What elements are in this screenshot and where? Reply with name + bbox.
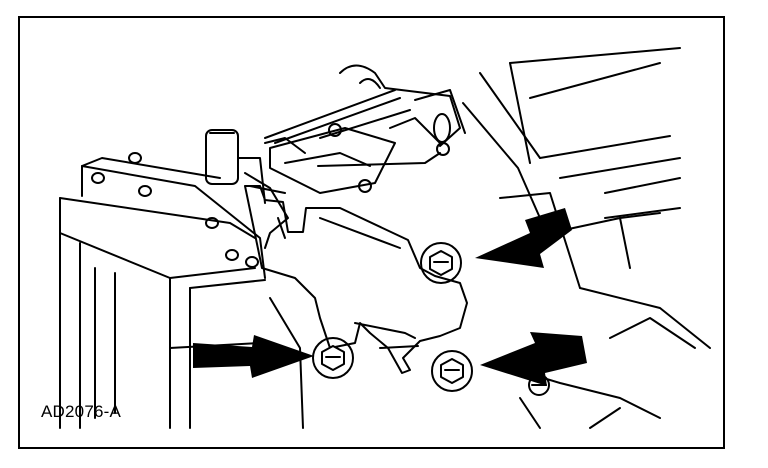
bolt-lower-left xyxy=(312,337,354,379)
bolts xyxy=(312,242,550,396)
figure-label: AD2076-A xyxy=(41,402,122,421)
figure-frame: AD2076-A xyxy=(18,16,725,449)
transmission-case xyxy=(59,197,304,429)
callout-arrow-lower-right xyxy=(480,332,587,386)
valve-body xyxy=(244,127,396,249)
callout-arrow-lower-left xyxy=(193,335,314,378)
transmission-bracket-illustration xyxy=(59,47,711,429)
bolt-lower-right xyxy=(431,350,473,392)
rear-tower xyxy=(339,64,541,219)
bolt-upper-right xyxy=(420,242,462,284)
callout-arrow-upper-right xyxy=(475,208,572,268)
callout-arrows xyxy=(193,208,587,386)
connector-sensor xyxy=(205,129,306,204)
shift-linkage xyxy=(264,89,450,193)
upper-flange xyxy=(81,152,266,279)
